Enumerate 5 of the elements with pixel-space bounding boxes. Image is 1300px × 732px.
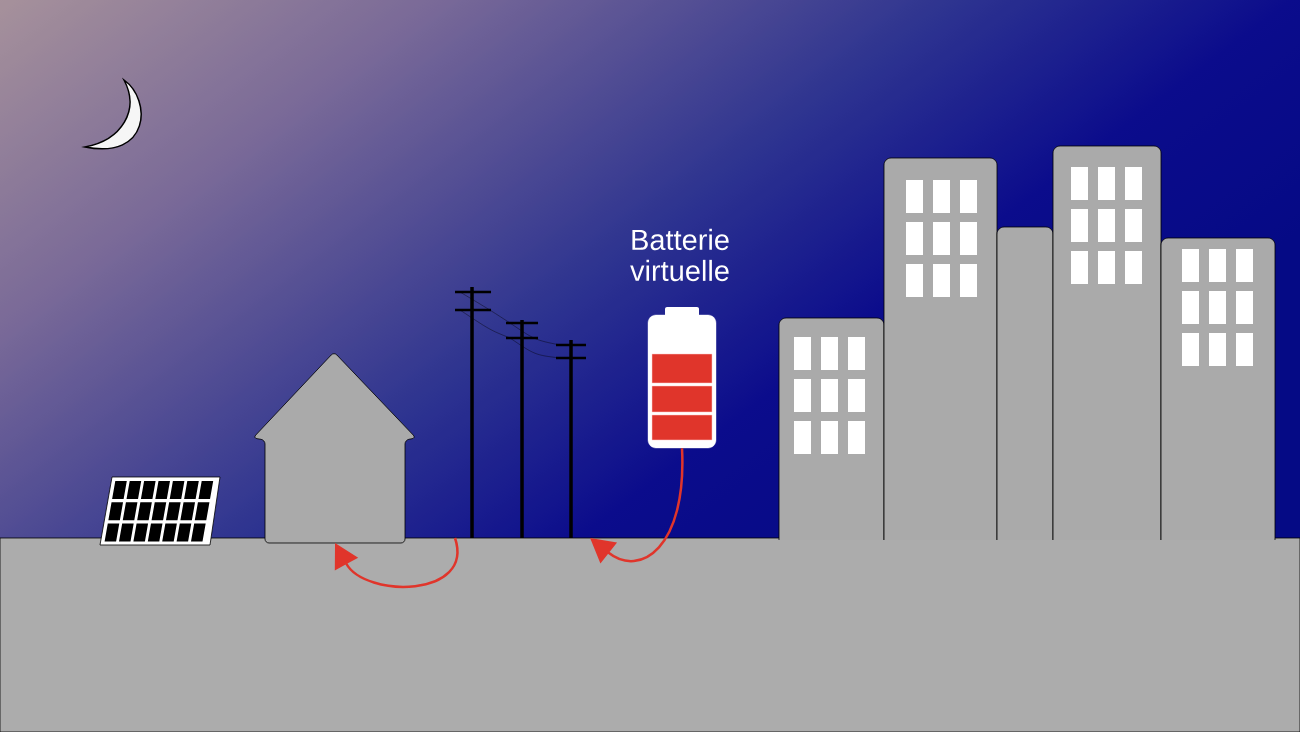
utility-poles-drawing — [455, 287, 586, 538]
arrow — [590, 448, 684, 564]
house-drawing — [254, 353, 415, 544]
battery-label: Batterie virtuelle — [630, 228, 729, 282]
arrow — [334, 537, 459, 589]
